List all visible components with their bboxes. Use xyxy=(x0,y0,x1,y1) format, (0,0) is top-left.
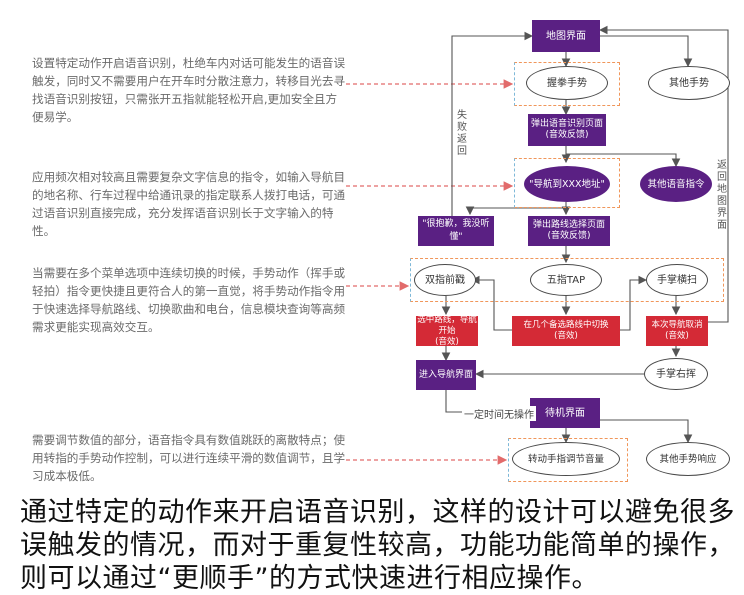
node-other-gesture-response: 其他手势响应 xyxy=(646,442,730,476)
node-map-ui: 地图界面 xyxy=(532,20,600,52)
node-standby-ui: 待机界面 xyxy=(530,398,600,428)
node-palm-swipe: 手掌横扫 xyxy=(646,264,708,296)
node-select-route: 选中路线，导航开始 (音效) xyxy=(416,314,478,347)
node-voice-popup: 弹出语音识别页面 (音效反馈) xyxy=(528,114,606,146)
flowchart-connectors xyxy=(346,25,729,465)
description-voice-trigger: 设置特定动作开启语音识别，杜绝车内对话可能发生的语音误触发，同时又不需要用户在开… xyxy=(32,56,346,124)
node-five-finger-tap: 五指TAP xyxy=(530,264,602,296)
node-palm-wave-right: 手掌右挥 xyxy=(644,358,708,390)
caption-text: 通过特定的动作来开启语音识别，这样的设计可以避免很多误触发的情况，而对于重复性较… xyxy=(20,497,735,594)
highlight-rotate xyxy=(508,438,628,482)
node-route-popup: 弹出路线选择页面 (音效反馈) xyxy=(528,216,610,246)
label-return-map: 返回地图界面 xyxy=(717,160,727,231)
node-other-voice-command: 其他语音指令 xyxy=(640,166,712,202)
node-cancel-navigation: 本次导航取消 (音效) xyxy=(646,316,708,346)
node-switch-route: 在几个备选路线中切换 (音效) xyxy=(512,316,620,346)
node-rotate-volume: 转动手指调节音量 xyxy=(512,442,620,476)
node-other-gesture: 其他手势 xyxy=(648,66,730,100)
description-voice-input: 应用频次相对较高且需要复杂文字信息的指令，如输入导航目的地名称、行车过程中给通讯… xyxy=(32,170,346,238)
highlight-voice-command xyxy=(514,158,620,208)
node-sorry-response: "很抱歉，我没听懂" xyxy=(418,216,494,246)
label-fail-return: 失败返回 xyxy=(457,110,467,157)
highlight-fist xyxy=(514,62,620,106)
description-value-adjust: 需要调节数值的部分，语音指令具有数值跳跃的离散特点；使用转指的手势动作控制，可以… xyxy=(32,433,346,483)
description-gesture-switch: 当需要在多个菜单选项中连续切换的时候，手势动作（挥手或轻拍）指令更快捷且更符合人… xyxy=(32,266,346,334)
node-navigate-command: "导航到XXX地址" xyxy=(524,166,610,202)
label-idle-timeout: 一定时间无操作 xyxy=(462,406,536,421)
node-two-finger-poke: 双指前戳 xyxy=(414,264,476,296)
highlight-gestures xyxy=(410,258,724,302)
node-fist-gesture: 握拳手势 xyxy=(526,66,608,100)
node-enter-navigation: 进入导航界面 xyxy=(416,360,476,390)
